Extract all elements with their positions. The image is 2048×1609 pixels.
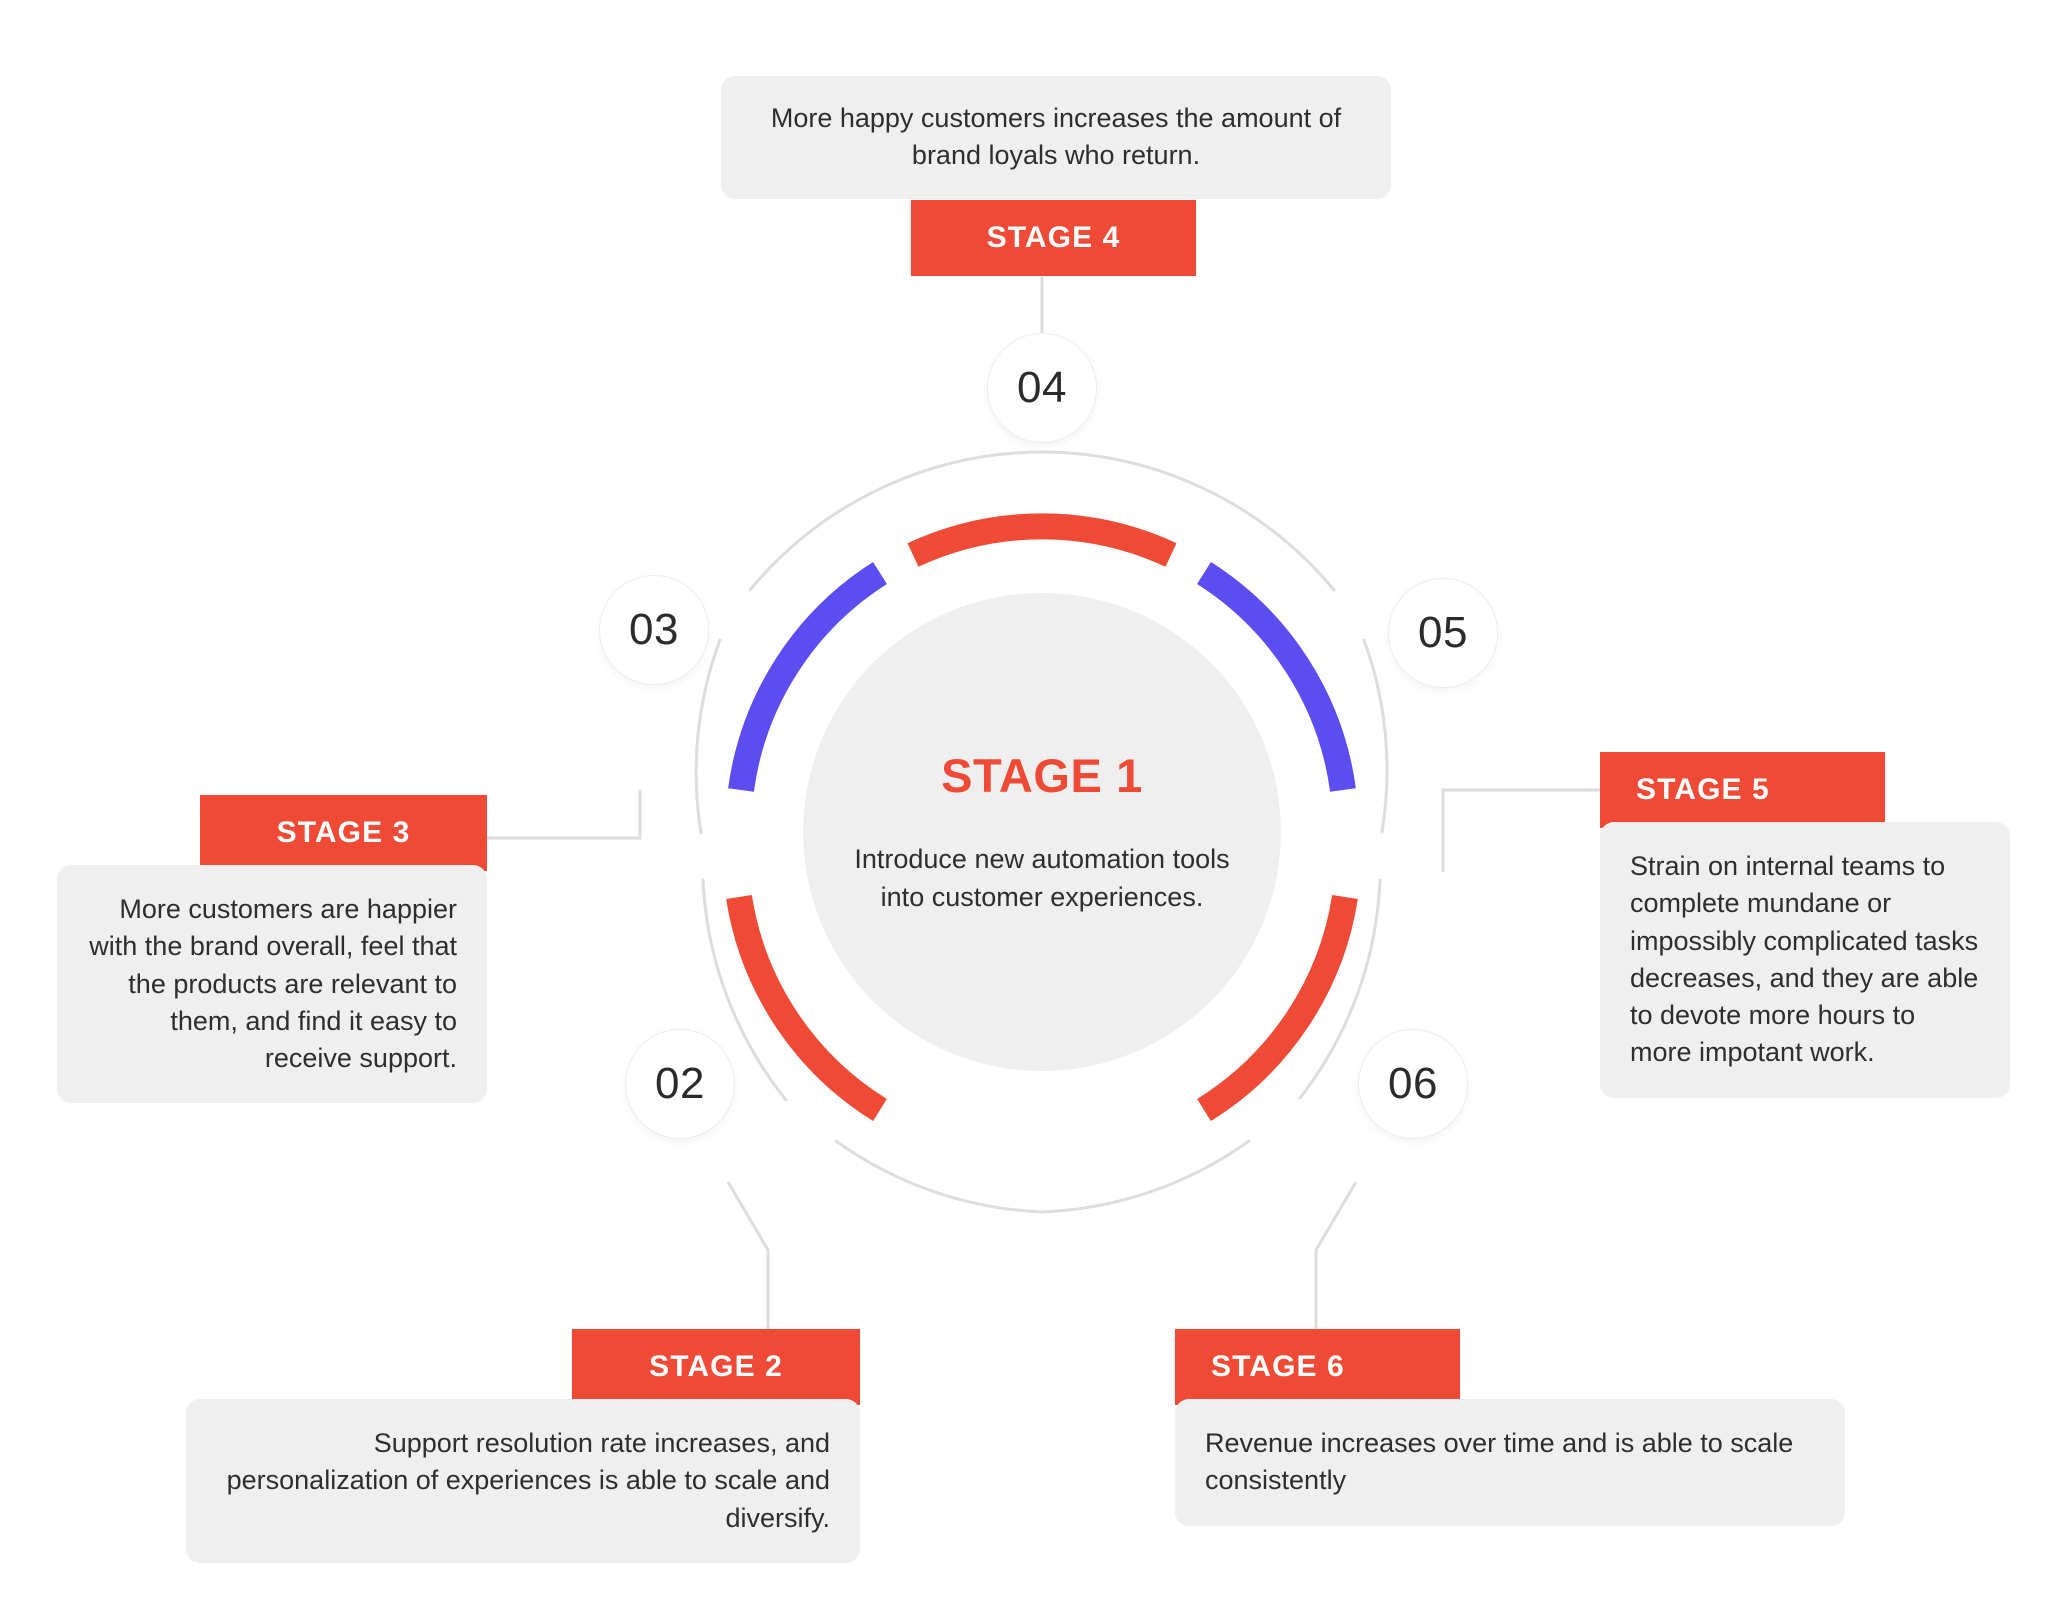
stage5-text-card: Strain on internal teams to complete mun…: [1600, 822, 2010, 1098]
stage6-text-card: Revenue increases over time and is able …: [1175, 1399, 1845, 1526]
stage3-chip-label: STAGE 3: [276, 816, 411, 849]
node-04-label: 04: [1017, 363, 1067, 412]
stage2-chip[interactable]: STAGE 2: [572, 1329, 860, 1405]
stage2-text-card: Support resolution rate increases, and p…: [186, 1399, 860, 1563]
outer-guide-ring: [694, 450, 1389, 1214]
node-03[interactable]: 03: [600, 576, 708, 684]
node-04[interactable]: 04: [988, 334, 1096, 442]
stage5-chip[interactable]: STAGE 5: [1600, 752, 1885, 828]
stage5-chip-label: STAGE 5: [1636, 773, 1770, 806]
connector-stage6: [1314, 1181, 1358, 1330]
arc-top-red: [907, 513, 1177, 567]
arc-lower-right-red: [1197, 894, 1358, 1122]
stage3-chip[interactable]: STAGE 3: [200, 795, 487, 871]
stage4-text-card: More happy customers increases the amoun…: [721, 76, 1391, 199]
node-06[interactable]: 06: [1359, 1030, 1467, 1138]
node-06-label: 06: [1388, 1059, 1438, 1108]
node-05[interactable]: 05: [1389, 579, 1497, 687]
stage6-body: Revenue increases over time and is able …: [1205, 1428, 1794, 1496]
arc-right-blue: [1197, 562, 1356, 792]
node-02[interactable]: 02: [626, 1030, 734, 1138]
center-stage-body: Introduce new automation tools into cust…: [854, 844, 1230, 912]
stage4-body: More happy customers increases the amoun…: [770, 103, 1342, 171]
stage6-chip-label: STAGE 6: [1211, 1350, 1345, 1383]
arc-lower-left-red: [726, 894, 887, 1122]
stage3-text-card: More customers are happier with the bran…: [57, 865, 487, 1104]
stage2-chip-label: STAGE 2: [649, 1350, 783, 1383]
connector-stage3: [487, 790, 642, 840]
stage5-body: Strain on internal teams to complete mun…: [1630, 851, 1979, 1068]
arc-left-blue: [728, 562, 887, 792]
connector-stage2: [726, 1181, 770, 1330]
center-stage-title: STAGE 1: [941, 749, 1143, 803]
stage4-chip-label: STAGE 4: [986, 221, 1121, 254]
node-02-label: 02: [655, 1059, 705, 1108]
stage4-chip[interactable]: STAGE 4: [911, 200, 1196, 276]
node-03-label: 03: [629, 605, 679, 654]
connector-stage5: [1441, 788, 1600, 872]
node-05-label: 05: [1418, 608, 1468, 657]
stage3-body: More customers are happier with the bran…: [89, 894, 457, 1073]
stage2-body: Support resolution rate increases, and p…: [226, 1428, 830, 1533]
center-stage-disc: STAGE 1 Introduce new automation tools i…: [803, 593, 1281, 1071]
stage6-chip[interactable]: STAGE 6: [1175, 1329, 1460, 1405]
